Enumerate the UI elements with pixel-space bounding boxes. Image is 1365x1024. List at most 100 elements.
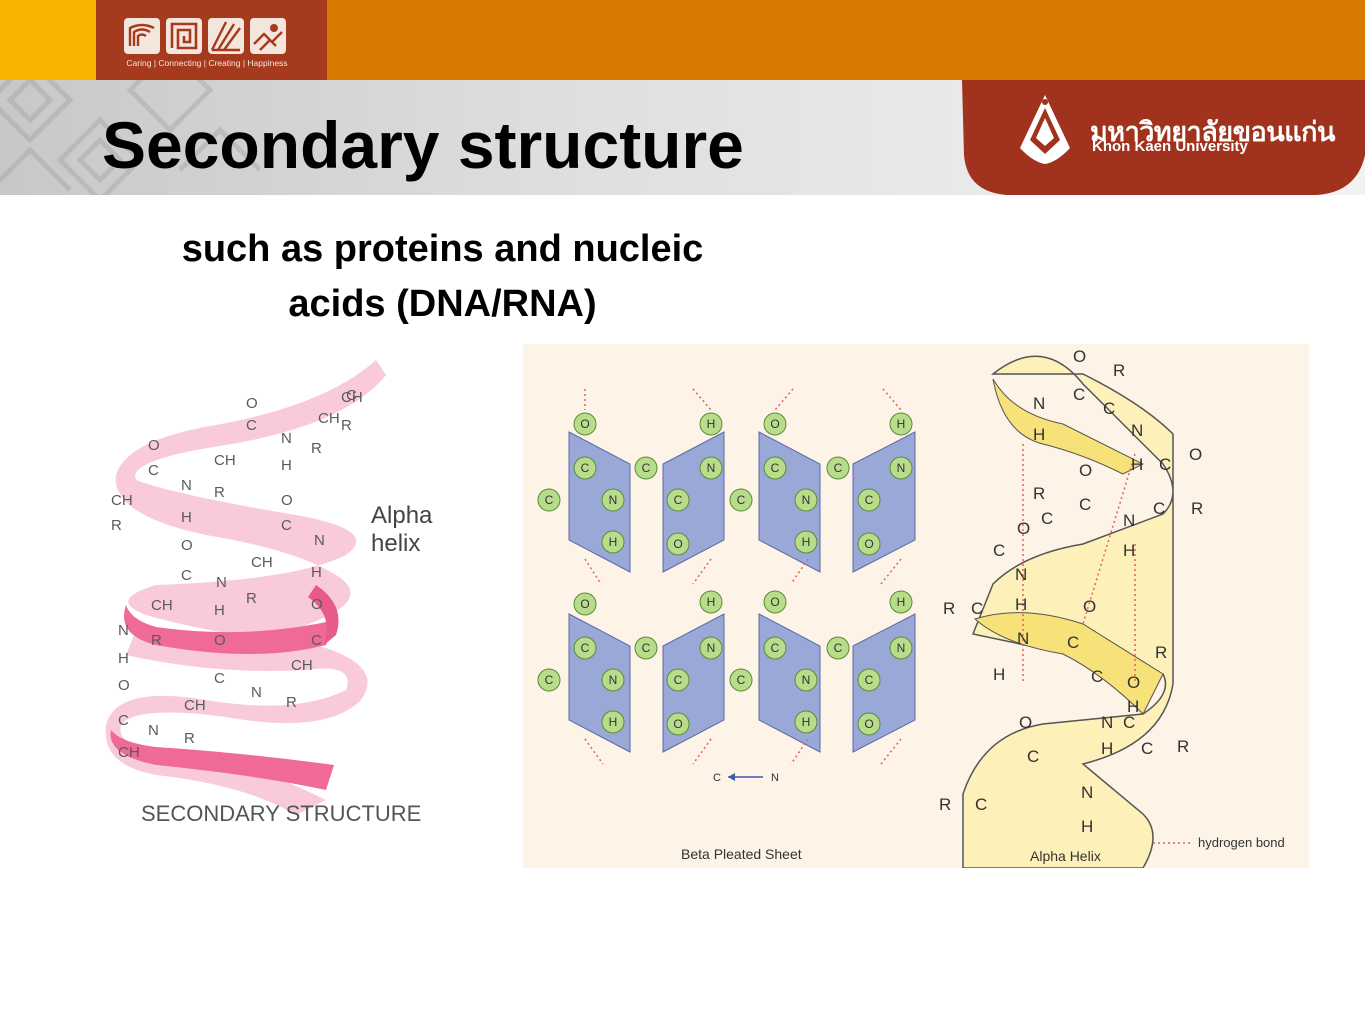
svg-text:CH: CH [111,492,133,509]
svg-text:C: C [246,417,257,434]
svg-text:C: C [581,461,590,475]
svg-text:H: H [1131,455,1143,474]
svg-text:H: H [897,417,906,431]
svg-text:CH: CH [151,597,173,614]
svg-text:O: O [673,537,682,551]
svg-text:H: H [993,665,1005,684]
svg-text:C: C [214,670,225,687]
svg-text:H: H [609,715,618,729]
svg-text:N: N [802,493,811,507]
svg-text:C: C [642,461,651,475]
svg-text:R: R [286,694,297,711]
svg-text:C: C [865,493,874,507]
svg-text:O: O [1017,519,1030,538]
svg-text:H: H [1127,697,1139,716]
subtitle-line-2: acids (DNA/RNA) [288,283,597,325]
svg-text:R: R [1033,484,1045,503]
svg-text:N: N [314,532,325,549]
svg-text:H: H [1101,739,1113,758]
secondary-structure-caption: SECONDARY STRUCTURE [141,801,421,826]
svg-text:O: O [214,632,226,649]
svg-text:H: H [311,564,322,581]
svg-text:C: C [975,795,987,814]
svg-text:H: H [707,417,716,431]
svg-text:O: O [118,677,130,694]
helix-label-line-1: Alpha [371,502,433,529]
values-logo: Caring | Connecting | Creating | Happine… [96,0,327,80]
svg-text:R: R [311,440,322,457]
svg-text:C: C [865,673,874,687]
svg-text:C: C [971,599,983,618]
svg-text:N: N [897,461,906,475]
svg-text:N: N [118,622,129,639]
thai-pattern-decoration [0,80,260,195]
kku-banner [962,80,1365,195]
svg-text:C: C [1091,667,1103,686]
svg-text:O: O [1079,461,1092,480]
svg-text:CH: CH [251,554,273,571]
svg-text:R: R [939,795,951,814]
svg-text:C: C [674,493,683,507]
svg-text:R: R [111,517,122,534]
svg-text:O: O [864,537,873,551]
svg-text:H: H [802,535,811,549]
svg-text:C: C [674,673,683,687]
svg-text:R: R [1177,737,1189,756]
svg-text:R: R [1155,643,1167,662]
slide-title: Secondary structure [102,108,744,182]
svg-text:O: O [281,492,293,509]
svg-text:H: H [214,602,225,619]
svg-text:R: R [943,599,955,618]
svg-text:N: N [1033,394,1045,413]
svg-text:H: H [1123,541,1135,560]
svg-text:N: N [251,684,262,701]
svg-text:C: C [1067,633,1079,652]
svg-text:C: C [1123,713,1135,732]
beta-sheet-caption: Beta Pleated Sheet [681,846,802,862]
svg-text:CH: CH [341,389,363,406]
svg-text:C: C [545,673,554,687]
svg-text:H: H [1015,595,1027,614]
direction-from-label: C [713,772,721,784]
svg-text:C: C [1159,455,1171,474]
svg-text:C: C [737,493,746,507]
svg-text:N: N [281,430,292,447]
svg-text:H: H [897,595,906,609]
svg-text:C: C [346,387,357,404]
direction-to-label: N [771,772,779,784]
svg-text:O: O [770,595,779,609]
svg-text:C: C [181,567,192,584]
svg-text:O: O [246,395,258,412]
alpha-helix-caption: Alpha Helix [1030,848,1101,864]
svg-text:N: N [609,673,618,687]
svg-text:H: H [281,457,292,474]
svg-text:H: H [1081,817,1093,836]
svg-text:C: C [148,462,159,479]
svg-text:O: O [580,597,589,611]
svg-text:N: N [216,574,227,591]
svg-text:C: C [771,641,780,655]
svg-text:C: C [1141,739,1153,758]
svg-text:O: O [148,437,160,454]
svg-text:N: N [1101,713,1113,732]
svg-text:C: C [737,673,746,687]
svg-text:O: O [580,417,589,431]
svg-text:C: C [1079,495,1091,514]
svg-text:R: R [1113,361,1125,380]
svg-text:N: N [1081,783,1093,802]
svg-text:R: R [184,730,195,747]
svg-text:O: O [673,717,682,731]
slide-subtitle: such as proteins and nucleic acids (DNA/… [100,222,785,332]
svg-text:C: C [311,632,322,649]
svg-text:O: O [1083,597,1096,616]
subtitle-line-1: such as proteins and nucleic [181,228,704,270]
svg-text:CH: CH [318,410,340,427]
svg-text:CH: CH [118,744,140,761]
svg-text:N: N [609,493,618,507]
svg-text:N: N [1017,629,1029,648]
svg-text:N: N [1123,511,1135,530]
